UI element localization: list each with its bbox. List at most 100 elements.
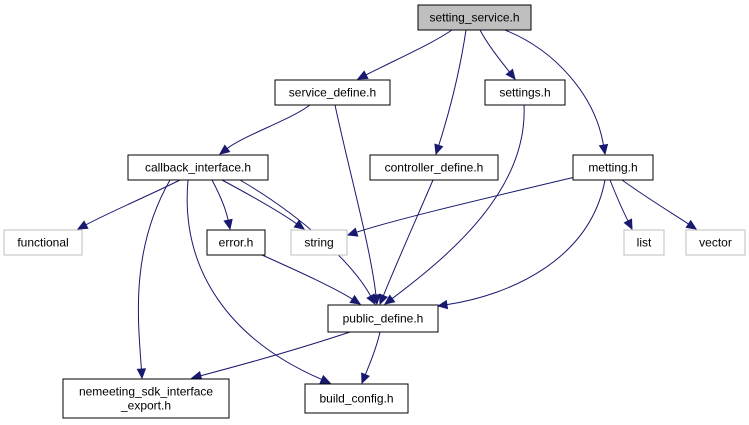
arrowhead (598, 143, 609, 156)
nodes-layer: setting_service.h service_define.h setting… (3, 4, 746, 419)
arrowhead (436, 299, 449, 310)
node-label: settings.h (499, 86, 550, 100)
arrowhead (319, 374, 332, 384)
node-list[interactable]: list (623, 229, 665, 256)
edge-line (382, 179, 434, 296)
edge-service-define-to-callback-interface (219, 104, 311, 155)
edge-line (621, 179, 689, 225)
node-vector[interactable]: vector (685, 229, 746, 256)
edge-line (365, 29, 453, 76)
arrowhead (293, 219, 306, 230)
node-box (327, 304, 439, 333)
arrowhead (346, 227, 359, 237)
arrowhead (384, 294, 396, 305)
arrowhead (349, 294, 362, 305)
edge-line (85, 179, 181, 226)
node-label: service_define.h (289, 86, 376, 100)
edge-line (226, 104, 311, 149)
node-box (484, 79, 566, 106)
node-label: functional (17, 236, 68, 250)
node-box (417, 4, 532, 31)
arrowhead (379, 293, 388, 306)
node-box (127, 154, 269, 181)
edge-controller-define-to-public-define (379, 179, 434, 306)
edge-line (438, 29, 467, 146)
arrowhead (190, 370, 203, 381)
node-label: list (637, 236, 652, 250)
edge-setting-service-to-metting (504, 29, 609, 156)
node-box (3, 229, 83, 256)
node-callback-interface[interactable]: callback_interface.h (127, 154, 269, 181)
node-label: public_define.h (343, 312, 424, 326)
edge-line (200, 331, 351, 377)
edge-metting-to-list (609, 179, 633, 231)
node-error[interactable]: error.h (206, 229, 266, 256)
node-metting[interactable]: metting.h (572, 154, 654, 181)
edge-public-define-to-nemeeting-sdk-interface-export (190, 331, 351, 381)
edge-metting-to-public-define (436, 179, 606, 310)
edge-line (479, 29, 510, 73)
node-box (206, 229, 266, 256)
node-label: _export.h (120, 399, 171, 413)
arrowhead (623, 218, 633, 231)
arrowhead (685, 219, 698, 230)
node-label: controller_define.h (385, 161, 484, 175)
node-box (304, 383, 409, 414)
edges-layer (76, 29, 698, 385)
edge-metting-to-vector (621, 179, 698, 230)
edge-callback-interface-to-nemeeting-sdk-interface-export (136, 179, 171, 380)
edge-line (356, 176, 576, 233)
edge-line (446, 179, 606, 306)
node-label: error.h (219, 236, 254, 250)
arrowhead (223, 218, 233, 231)
edge-service-define-to-public-define (334, 104, 381, 306)
arrowhead (434, 143, 444, 156)
node-box (685, 229, 746, 256)
node-box (572, 154, 654, 181)
edge-line (504, 29, 604, 146)
edge-setting-service-to-controller-define (434, 29, 467, 156)
node-nemeeting-sdk-interface-export[interactable]: nemeeting_sdk_interface_export.h (62, 378, 230, 419)
edge-error-to-public-define (261, 254, 362, 305)
edge-line (186, 179, 322, 380)
edge-callback-interface-to-functional (76, 179, 181, 230)
node-setting-service[interactable]: setting_service.h (417, 4, 532, 31)
node-label: metting.h (588, 161, 637, 175)
arrowhead (366, 293, 376, 306)
node-box (62, 378, 230, 419)
node-box (290, 229, 348, 256)
node-controller-define[interactable]: controller_define.h (369, 154, 499, 181)
edge-callback-interface-to-build-config (186, 179, 332, 384)
edge-callback-interface-to-string (221, 179, 306, 230)
node-label: nemeeting_sdk_interface (79, 385, 213, 399)
edge-metting-to-string (346, 176, 576, 237)
node-functional[interactable]: functional (3, 229, 83, 256)
node-settings[interactable]: settings.h (484, 79, 566, 106)
arrowhead (136, 368, 147, 380)
node-box (623, 229, 665, 256)
edge-line (391, 104, 525, 299)
edge-setting-service-to-service-define (356, 29, 453, 80)
edge-line (609, 179, 629, 222)
edge-setting-service-to-settings (479, 29, 516, 80)
node-label: string (304, 236, 333, 250)
edge-line (364, 331, 381, 375)
node-build-config[interactable]: build_config.h (304, 383, 409, 414)
node-string[interactable]: string (290, 229, 348, 256)
node-label: setting_service.h (429, 11, 519, 25)
edge-line (137, 179, 171, 370)
node-label: vector (699, 236, 732, 250)
edge-public-define-to-build-config (361, 331, 381, 385)
edge-line (211, 179, 229, 221)
edge-line (221, 179, 297, 225)
arrowhead (361, 372, 370, 385)
arrowhead (76, 220, 89, 230)
arrowhead (219, 144, 231, 155)
edge-settings-to-public-define (384, 104, 525, 305)
node-service-define[interactable]: service_define.h (274, 79, 391, 106)
arrowhead (505, 68, 516, 80)
edge-callback-interface-to-error (211, 179, 233, 231)
node-public-define[interactable]: public_define.h (327, 304, 439, 333)
node-box (274, 79, 391, 106)
